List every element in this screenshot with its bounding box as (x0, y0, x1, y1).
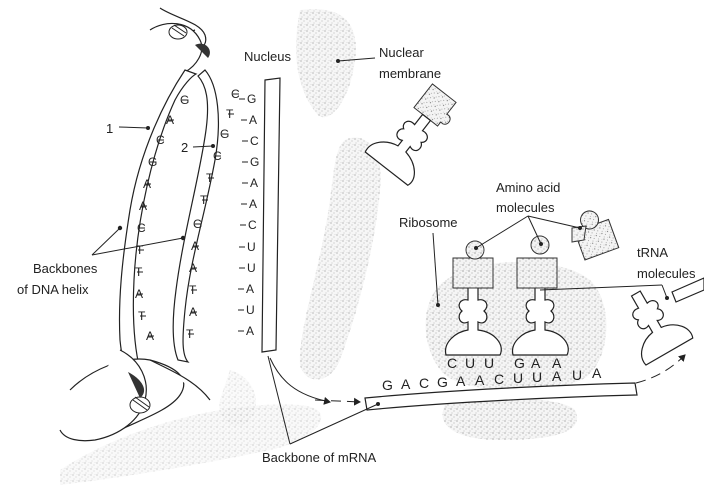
mrna-ribosome-base: C (419, 375, 429, 391)
mrna-ribosome-base: G (382, 377, 393, 393)
anticodon-base: A (552, 355, 562, 371)
dna-strand2-base: T (200, 193, 208, 207)
dna-strand2-base: A (189, 305, 197, 319)
dna-strand1-base: T (138, 309, 146, 323)
dna-strand1-base: C (137, 221, 146, 235)
dna-strand2-base: T (226, 107, 234, 121)
mrna-ribosome-base: A (456, 373, 466, 389)
dna-strand1-base: A (139, 199, 147, 213)
mrna-nucleus-base: A (249, 197, 257, 211)
mrna-nucleus-base: C (248, 218, 257, 232)
mrna-nucleus-base: G (250, 155, 259, 169)
amino-acid-left (453, 241, 493, 288)
anticodon-base: C (447, 355, 457, 371)
mrna-ribosome-base: U (572, 367, 582, 383)
anticodon-base: A (531, 355, 541, 371)
mrna-ribosome-base: C (494, 371, 504, 387)
nuclear-membrane-label-1: Nuclear (379, 45, 424, 60)
dna-strand1-base: A (166, 113, 174, 127)
trna-label-2: molecules (637, 266, 696, 281)
dna-strand1-base: T (135, 265, 143, 279)
mrna-ribosome-base: G (437, 374, 448, 390)
amino-acid-right (517, 236, 557, 288)
strand-1-label: 1 (106, 121, 113, 136)
dna-strand1-base: A (146, 329, 154, 343)
mrna-nucleus-base: A (246, 324, 254, 338)
dna-strand1-base: G (148, 155, 157, 169)
dna-strand1-base: C (156, 133, 165, 147)
mrna-backbone-label: Backbone of mRNA (262, 450, 376, 465)
mrna-nucleus-base: A (246, 282, 254, 296)
mrna-nucleus-base: A (250, 176, 258, 190)
mrna-nucleus-base: C (250, 134, 259, 148)
dna-strand2-base: A (191, 239, 199, 253)
dna-strand1-base: A (143, 177, 151, 191)
dna-strand2-base: G (220, 127, 229, 141)
dna-backbones-label-1: Backbones (33, 261, 98, 276)
anticodon-base: G (514, 355, 525, 371)
mrna-nucleus-base: U (247, 240, 256, 254)
dna-strand1-base: A (135, 287, 143, 301)
mrna-ribosome-base: U (532, 369, 542, 385)
dna-strand2-base: T (206, 171, 214, 185)
anticodon-base: U (484, 355, 494, 371)
trna-right-stem (672, 278, 704, 302)
amino-acid-label-1: Amino acid (496, 180, 560, 195)
ribosome-label: Ribosome (399, 215, 458, 230)
mrna-ribosome-base: A (475, 372, 485, 388)
dna-strand2-base: C (213, 149, 222, 163)
mrna-ribosome-base: A (592, 365, 602, 381)
trna-label-1: tRNA (637, 245, 668, 260)
mrna-nucleus-base: U (247, 261, 256, 275)
dna-strand2-base: T (186, 327, 194, 341)
anticodon-base: U (465, 355, 475, 371)
mrna-strand-nucleus (262, 78, 280, 352)
nuclear-membrane-label-2: membrane (379, 66, 441, 81)
mrna-nucleus-base: A (249, 113, 257, 127)
dna-backbones-label-2: of DNA helix (17, 282, 89, 297)
nucleus-label: Nucleus (244, 49, 291, 64)
dna-strand1-base: G (180, 93, 189, 107)
dna-strand2-base: A (189, 261, 197, 275)
dna-strand2-base: C (231, 87, 240, 101)
dna-strand2-base: T (189, 283, 197, 297)
strand-2-label: 2 (181, 140, 188, 155)
dna-strand2-base: G (193, 217, 202, 231)
mrna-ribosome-base: U (513, 370, 523, 386)
amino-acid-label-2: molecules (496, 200, 555, 215)
mrna-nucleus-base: U (246, 303, 255, 317)
mrna-ribosome-base: A (401, 376, 411, 392)
mrna-nucleus-base: G (247, 92, 256, 106)
